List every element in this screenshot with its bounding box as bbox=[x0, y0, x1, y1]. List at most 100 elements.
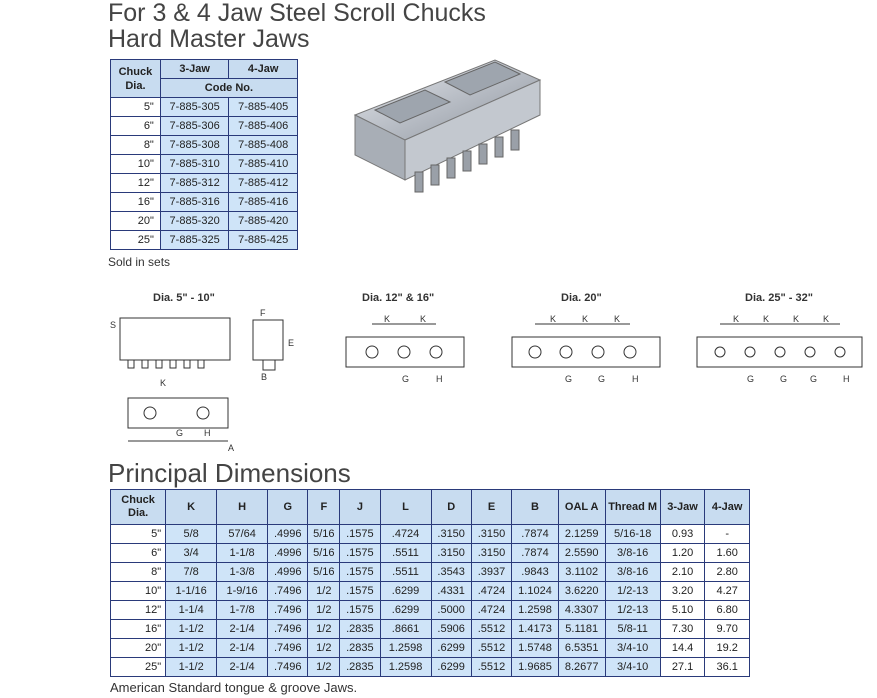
dims-cell: .6299 bbox=[430, 657, 472, 677]
dims-cell: 20" bbox=[109, 638, 167, 658]
code-cell-jaw3: 7-885-305 bbox=[159, 97, 230, 117]
col-3jaw: 3-Jaw bbox=[159, 59, 230, 79]
dims-cell: .4331 bbox=[430, 581, 472, 601]
code-table: Chuck Dia. 3-Jaw 4-Jaw Code No. 5"7-885-… bbox=[110, 59, 299, 250]
dims-cell: 5/16-18 bbox=[604, 524, 661, 544]
dims-cell: .4996 bbox=[267, 524, 309, 544]
dims-cell: 5/8-11 bbox=[604, 619, 661, 639]
dims-cell: .2835 bbox=[339, 638, 381, 658]
code-cell-jaw3: 7-885-312 bbox=[159, 173, 230, 193]
code-cell-jaw4: 7-885-405 bbox=[228, 97, 298, 117]
dims-cell: 8.2677 bbox=[557, 657, 606, 677]
dims-cell: 7.30 bbox=[659, 619, 706, 639]
dims-cell: .2835 bbox=[339, 619, 381, 639]
dims-cell: 1-1/16 bbox=[165, 581, 218, 601]
dims-cell: 1/2 bbox=[307, 619, 341, 639]
code-cell-jaw4: 7-885-408 bbox=[228, 135, 298, 155]
diagram-small-jaw: A G H K S F E B bbox=[110, 308, 294, 453]
code-cell-jaw4: 7-885-420 bbox=[228, 211, 298, 231]
dims-header-cell: G bbox=[267, 489, 309, 525]
code-cell-jaw4: 7-885-425 bbox=[228, 230, 298, 250]
dims-cell: .6299 bbox=[430, 638, 472, 658]
dims-cell: 6.80 bbox=[704, 600, 750, 620]
svg-text:K: K bbox=[614, 314, 620, 324]
svg-text:B: B bbox=[261, 372, 267, 382]
dims-cell: .5000 bbox=[430, 600, 472, 620]
dims-cell: .8661 bbox=[379, 619, 432, 639]
dims-cell: .5512 bbox=[470, 657, 513, 677]
dims-cell: .7874 bbox=[511, 543, 559, 563]
svg-text:G: G bbox=[780, 374, 787, 384]
dims-cell: 3/8-16 bbox=[604, 562, 661, 582]
code-cell-dia: 5" bbox=[110, 97, 161, 117]
code-cell-jaw3: 7-885-308 bbox=[159, 135, 230, 155]
dims-cell: 27.1 bbox=[659, 657, 706, 677]
dims-cell: 5" bbox=[109, 524, 167, 544]
dims-cell: 6.5351 bbox=[557, 638, 606, 658]
dims-cell: 16" bbox=[109, 619, 167, 639]
dims-cell: 5/16 bbox=[307, 562, 341, 582]
code-cell-dia: 6" bbox=[110, 116, 161, 136]
code-cell-jaw3: 7-885-316 bbox=[159, 192, 230, 212]
svg-text:G: G bbox=[598, 374, 605, 384]
svg-text:A: A bbox=[228, 443, 234, 453]
dims-cell: 3/8-16 bbox=[604, 543, 661, 563]
dims-cell: 36.1 bbox=[704, 657, 750, 677]
dims-cell: .7496 bbox=[267, 600, 309, 620]
dims-cell: .1575 bbox=[339, 524, 381, 544]
dims-cell: .5511 bbox=[379, 562, 432, 582]
dims-cell: 5.10 bbox=[659, 600, 706, 620]
dims-cell: 9.70 bbox=[704, 619, 750, 639]
dims-cell: 1-7/8 bbox=[216, 600, 269, 620]
svg-text:K: K bbox=[763, 314, 769, 324]
svg-text:F: F bbox=[260, 308, 266, 318]
dims-cell: 7/8 bbox=[165, 562, 218, 582]
dims-cell: .5906 bbox=[430, 619, 472, 639]
svg-text:K: K bbox=[550, 314, 556, 324]
diagram-label-12-16: Dia. 12" & 16" bbox=[362, 292, 435, 304]
dims-cell: .9843 bbox=[511, 562, 559, 582]
dims-header-cell: F bbox=[307, 489, 341, 525]
dims-cell: 3.20 bbox=[659, 581, 706, 601]
dims-cell: 1/2 bbox=[307, 600, 341, 620]
dims-cell: .5511 bbox=[379, 543, 432, 563]
svg-text:E: E bbox=[288, 338, 294, 348]
col-code-no: Code No. bbox=[159, 78, 299, 98]
dims-cell: 1.2598 bbox=[379, 638, 432, 658]
page-title: For 3 & 4 Jaw Steel Scroll Chucks bbox=[108, 0, 486, 27]
dims-cell: .7496 bbox=[267, 657, 309, 677]
code-cell-dia: 25" bbox=[110, 230, 161, 250]
dims-cell: 25" bbox=[109, 657, 167, 677]
dims-cell: 1.2598 bbox=[511, 600, 559, 620]
dims-cell: 57/64 bbox=[216, 524, 269, 544]
code-cell-dia: 20" bbox=[110, 211, 161, 231]
svg-text:H: H bbox=[436, 374, 443, 384]
dims-cell: 2.10 bbox=[659, 562, 706, 582]
code-cell-dia: 16" bbox=[110, 192, 161, 212]
dims-cell: 1-1/4 bbox=[165, 600, 218, 620]
dims-cell: 2-1/4 bbox=[216, 638, 269, 658]
dims-cell: .2835 bbox=[339, 657, 381, 677]
dims-header-cell: K bbox=[165, 489, 218, 525]
code-cell-jaw3: 7-885-320 bbox=[159, 211, 230, 231]
code-cell-jaw4: 7-885-406 bbox=[228, 116, 298, 136]
dims-header-cell: D bbox=[430, 489, 472, 525]
dims-cell: .3150 bbox=[430, 524, 472, 544]
svg-text:K: K bbox=[793, 314, 799, 324]
dims-cell: 4.27 bbox=[704, 581, 750, 601]
dims-cell: .4996 bbox=[267, 543, 309, 563]
svg-text:G: G bbox=[747, 374, 754, 384]
diagram-label-20: Dia. 20" bbox=[561, 292, 602, 304]
dims-cell: 5.1181 bbox=[557, 619, 606, 639]
sold-in-sets-note: Sold in sets bbox=[108, 255, 171, 269]
dims-cell: 5/8 bbox=[165, 524, 218, 544]
